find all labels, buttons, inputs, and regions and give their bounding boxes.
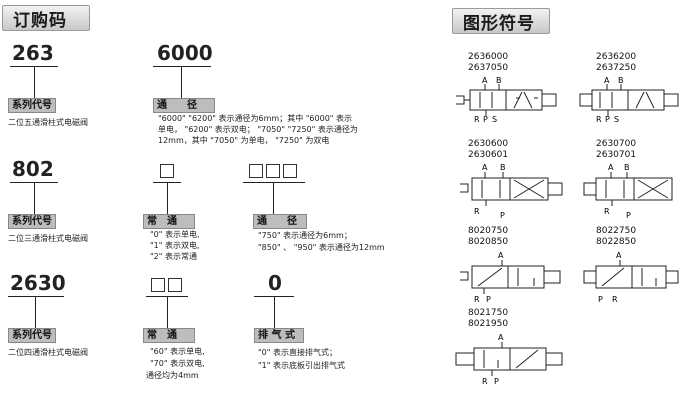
normally-open-code-boxes <box>151 278 182 292</box>
bore-code-boxes <box>249 164 297 178</box>
part-number: 8021750 <box>468 308 509 318</box>
series-label: 系列代号 <box>8 214 56 229</box>
exhaust-description-line-2: "1" 表示底板引出排气式 <box>258 361 345 370</box>
code-leader <box>34 182 35 214</box>
bore-description-line-3: 12mm，其中 "7050" 为单电， "7250" 为双电 <box>158 136 330 145</box>
port-s-label: S <box>614 115 619 124</box>
part-number: 8022850 <box>596 237 637 247</box>
port-a-label: A <box>482 76 488 85</box>
port-r-label: R <box>482 377 488 386</box>
series-label: 系列代号 <box>8 328 56 343</box>
port-r-label: R <box>474 115 480 124</box>
port-a-label: A <box>482 163 488 172</box>
part-number: 2637250 <box>596 63 637 73</box>
code-underline <box>153 66 211 67</box>
code-underline <box>243 182 305 183</box>
series-code-2630: 2630 <box>10 271 66 295</box>
port-b-label: B <box>500 163 506 172</box>
bore-label: 通 径 <box>253 214 307 229</box>
bore-code-6000: 6000 <box>157 41 213 65</box>
order-code-banner: 订购码 <box>2 5 90 31</box>
valve-symbol-4-2-single: A B R P <box>460 163 563 220</box>
port-a-label: A <box>616 251 622 260</box>
code-leader <box>274 296 275 328</box>
order-code-title: 订购码 <box>13 10 67 31</box>
code-leader <box>181 66 182 98</box>
port-p-label: P <box>483 115 488 124</box>
port-p-label: P <box>626 211 631 220</box>
port-a-label: A <box>498 251 504 260</box>
valve-symbol-4-2-double: A B R P <box>583 163 673 220</box>
series-label: 系列代号 <box>8 98 56 113</box>
series-description: 二位三通滑柱式电磁阀 <box>8 234 88 243</box>
part-number: 2630700 <box>596 139 637 149</box>
normally-open-description-line-3: 通径均为4mm <box>146 371 199 380</box>
exhaust-code-0: 0 <box>268 271 282 295</box>
symbols-banner: 图形符号 <box>452 8 550 34</box>
code-leader <box>273 182 274 214</box>
port-p-label: P <box>605 115 610 124</box>
part-number: 2630600 <box>468 139 509 149</box>
bore-description-line-2: 单电， "6200" 表示双电； "7050" "7250" 表示通径为 <box>158 125 358 134</box>
part-number: 2630601 <box>468 150 509 160</box>
port-p-label: P <box>500 211 505 220</box>
port-p-label: P <box>494 377 499 386</box>
port-b-label: B <box>624 163 630 172</box>
port-a-label: A <box>498 333 504 342</box>
exhaust-description-line-1: "0" 表示直接排气式； <box>258 348 337 357</box>
normally-open-description-line-1: "60" 表示单电, <box>150 347 205 356</box>
port-b-label: B <box>618 76 624 85</box>
port-a-label: A <box>608 163 614 172</box>
port-b-label: B <box>496 76 502 85</box>
part-number: 8022750 <box>596 226 637 236</box>
port-r-label: R <box>474 295 480 304</box>
normally-open-label: 常 通 <box>143 328 195 343</box>
part-number: 2636000 <box>468 52 509 62</box>
port-r-label: R <box>612 295 618 304</box>
part-number: 8020750 <box>468 226 509 236</box>
normally-open-code-box <box>160 164 174 178</box>
part-number: 2637050 <box>468 63 509 73</box>
series-description: 二位四通滑柱式电磁阀 <box>8 348 88 357</box>
normally-open-description-line-2: "70" 表示双电, <box>150 359 205 368</box>
exhaust-label: 排 气 式 <box>254 328 304 343</box>
series-description: 二位五通滑柱式电磁阀 <box>8 118 88 127</box>
port-r-label: R <box>474 207 480 216</box>
code-leader <box>35 296 36 328</box>
code-leader <box>167 296 168 328</box>
series-code-802: 802 <box>12 157 54 181</box>
normally-open-label: 常 通 <box>143 214 195 229</box>
normally-open-description-line-3: "2" 表示常通 <box>150 252 197 261</box>
symbols-title: 图形符号 <box>463 13 535 34</box>
series-code-263: 263 <box>12 41 54 65</box>
normally-open-description-line-1: "0" 表示单电, <box>150 230 200 239</box>
code-underline <box>8 296 64 297</box>
part-number: 8021950 <box>468 319 509 329</box>
normally-open-description-line-2: "1" 表示双电, <box>150 241 200 250</box>
part-number: 2636200 <box>596 52 637 62</box>
part-number: 2630701 <box>596 150 637 160</box>
port-r-label: R <box>596 115 602 124</box>
code-leader <box>167 182 168 214</box>
port-s-label: S <box>492 115 497 124</box>
bore-label: 通 径 <box>153 98 215 113</box>
part-number: 8020850 <box>468 237 509 247</box>
code-leader <box>34 66 35 98</box>
port-p-label: P <box>486 295 491 304</box>
port-r-label: R <box>604 207 610 216</box>
port-a-label: A <box>604 76 610 85</box>
bore-description-line-2: "850" 、 "950" 表示通径为12mm <box>258 243 385 252</box>
bore-description-line-1: "6000" "6200" 表示通径为6mm；其中 "6000" 表示 <box>158 114 353 123</box>
port-p-label: P <box>598 295 603 304</box>
bore-description-line-1: "750" 表示通径为6mm； <box>258 231 352 240</box>
